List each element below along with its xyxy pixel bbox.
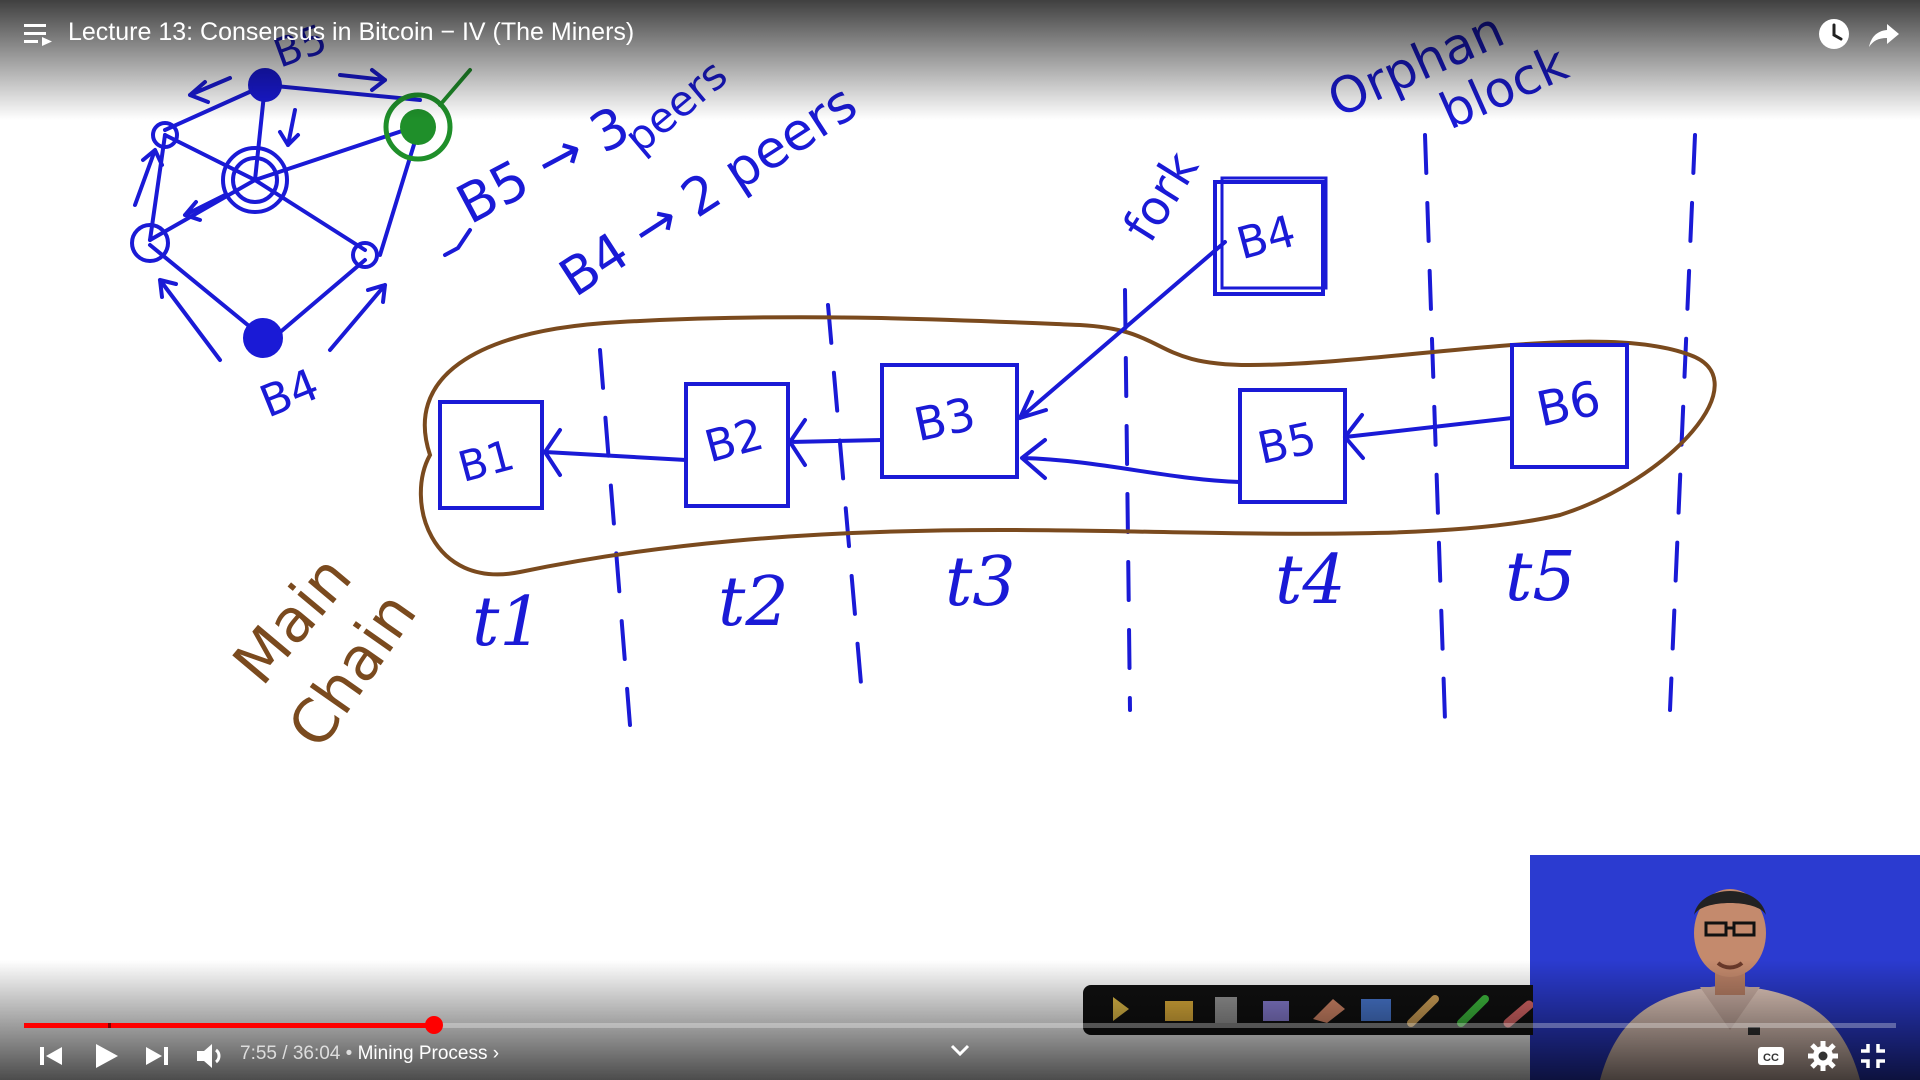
time-display: 7:55 / 36:04 • Mining Process › xyxy=(240,1043,499,1065)
block-b3-label: B3 xyxy=(909,387,980,452)
block-b6: B6 xyxy=(1510,343,1629,469)
toolbar-pen-icon[interactable] xyxy=(1407,995,1439,1027)
previous-button[interactable] xyxy=(36,1038,66,1074)
total-time: 36:04 xyxy=(292,1043,341,1064)
progress-bar[interactable] xyxy=(24,1016,1896,1034)
time-slot-t1: t1 xyxy=(472,583,543,662)
share-icon[interactable] xyxy=(1866,16,1902,52)
block-b6-label: B6 xyxy=(1532,370,1606,438)
toolbar-pointer-icon[interactable] xyxy=(1113,997,1129,1021)
toolbar-marker-icon[interactable] xyxy=(1457,995,1489,1027)
captions-button[interactable]: CC xyxy=(1756,1038,1786,1074)
time-separator: / xyxy=(276,1043,293,1064)
svg-text:CC: CC xyxy=(1763,1052,1779,1064)
chapter-chevron-glyph: › xyxy=(492,1043,500,1064)
gear-icon[interactable] xyxy=(1806,1038,1840,1074)
toolbar-screen-icon[interactable] xyxy=(1361,999,1391,1021)
chapter-separator: • xyxy=(340,1043,358,1064)
chain-links xyxy=(543,240,1514,484)
toolbar-stamp-icon[interactable] xyxy=(1215,997,1237,1023)
play-button[interactable] xyxy=(88,1038,124,1074)
main-chain-outline xyxy=(418,315,1717,577)
chapter-title[interactable]: Mining Process xyxy=(357,1043,488,1064)
playlist-icon[interactable] xyxy=(24,22,54,46)
volume-icon[interactable] xyxy=(194,1038,226,1074)
video-title[interactable]: Lecture 13: Consensus in Bitcoin − IV (T… xyxy=(68,18,635,46)
chapter-marker xyxy=(108,1023,111,1028)
chevron-down-icon[interactable] xyxy=(948,1040,972,1060)
time-slot-t5: t5 xyxy=(1505,538,1576,617)
current-time: 7:55 xyxy=(240,1043,277,1064)
toolbar-highlighter-icon[interactable] xyxy=(1503,1000,1534,1028)
watch-later-icon[interactable] xyxy=(1816,16,1852,52)
block-b4-orphan: B4 xyxy=(1213,176,1328,296)
time-slot-t2: t2 xyxy=(718,563,789,642)
block-b3: B3 xyxy=(880,363,1019,479)
progress-played xyxy=(24,1023,434,1028)
time-slot-t3: t3 xyxy=(945,543,1016,622)
toolbar-shapes-icon[interactable] xyxy=(1263,1001,1289,1021)
block-b5-label: B5 xyxy=(1253,413,1321,475)
toolbar-folder-icon[interactable] xyxy=(1165,1001,1193,1021)
progress-scrubber[interactable] xyxy=(424,1016,443,1034)
toolbar-eraser-icon[interactable] xyxy=(1313,999,1345,1023)
time-slot-t4: t4 xyxy=(1275,541,1346,620)
block-b5: B5 xyxy=(1238,388,1347,504)
next-button[interactable] xyxy=(142,1038,172,1074)
exit-fullscreen-icon[interactable] xyxy=(1856,1038,1890,1074)
